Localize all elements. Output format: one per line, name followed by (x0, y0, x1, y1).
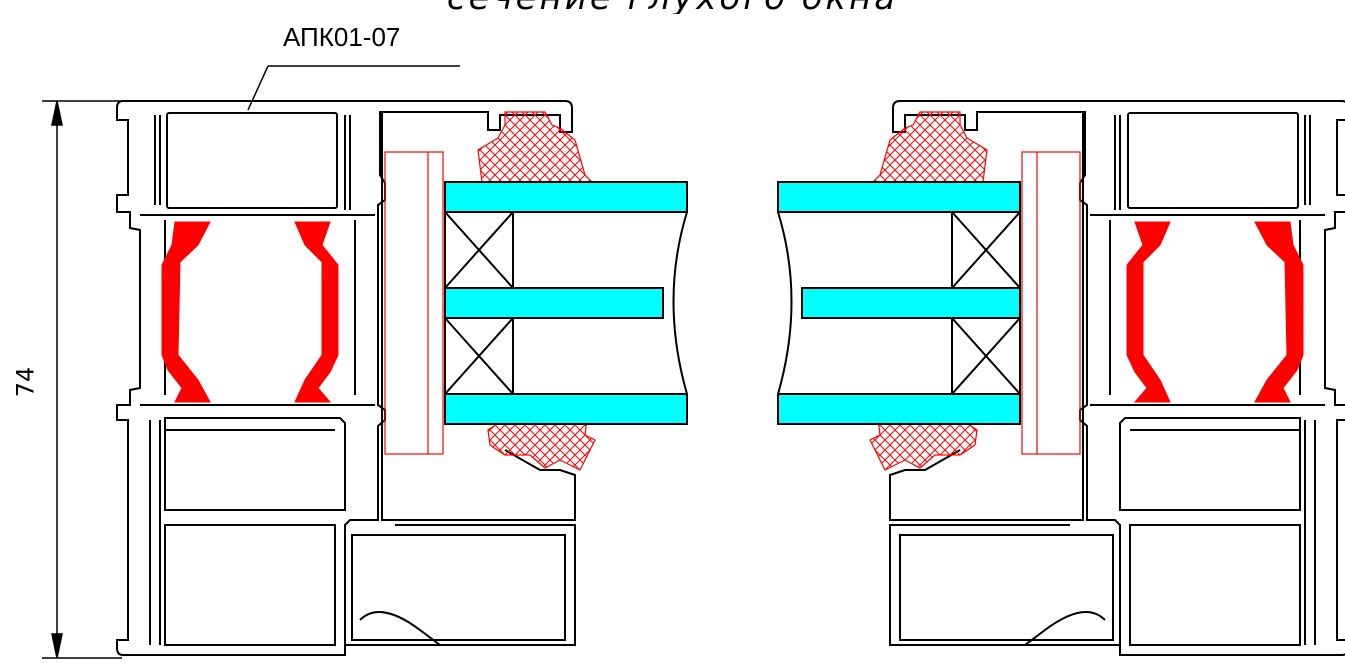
profile-callout-label: АПК01-07 (283, 22, 401, 52)
right-gasket-panel (1021, 151, 1081, 455)
profile-callout-leader (247, 65, 460, 111)
drawing-title: сечение глухого окна (0, 0, 1345, 14)
left-thermal-break (161, 221, 339, 403)
left-glass-unit (444, 181, 688, 425)
dimension-line-74 (42, 100, 122, 659)
right-glass-unit (777, 181, 1021, 425)
left-gasket-panel (384, 151, 444, 455)
right-thermal-break (1126, 221, 1304, 403)
